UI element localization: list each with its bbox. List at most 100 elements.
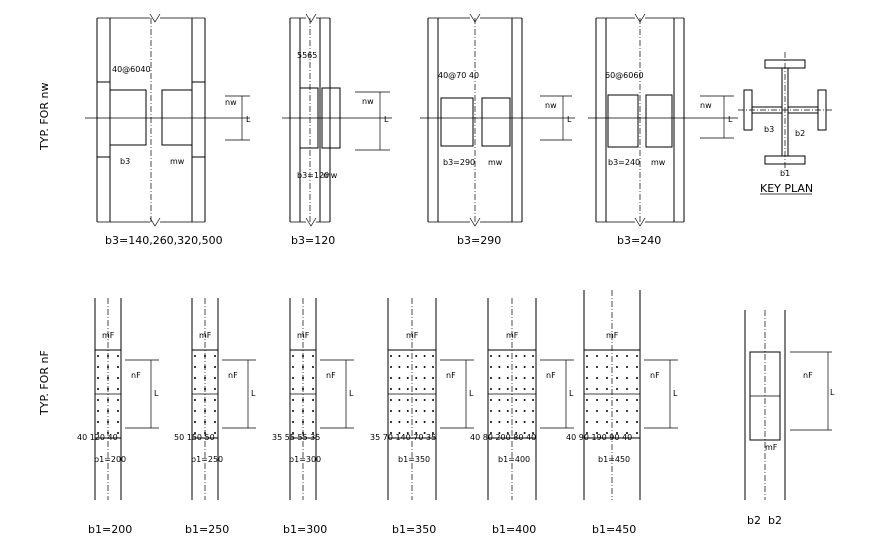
bolt: [292, 432, 294, 434]
bolt: [398, 366, 401, 368]
bolt: [515, 421, 518, 423]
bolt: [532, 421, 534, 423]
bolt: [586, 377, 588, 379]
bolt: [406, 432, 409, 434]
typ-for-nw-label: TYP. FOR nw: [38, 83, 51, 151]
top-panel-1: 40@6040 nw L b3 mw b3=140,260,320,500: [85, 13, 251, 247]
bolt: [626, 355, 628, 357]
bolt: [423, 432, 426, 434]
bolt: [636, 377, 638, 379]
bolt: [312, 410, 314, 412]
bolt: [415, 366, 418, 368]
bolt: [626, 421, 628, 423]
bolt: [398, 355, 401, 357]
bolt: [586, 421, 588, 423]
bolt: [194, 399, 196, 401]
bolt: [398, 399, 401, 401]
bolt: [214, 377, 216, 379]
bolt: [214, 366, 216, 368]
bolt: [117, 388, 119, 390]
bolt: [194, 388, 196, 390]
bolt: [415, 388, 418, 390]
bolt: [117, 377, 119, 379]
bolt: [626, 432, 628, 434]
b2-label-a: b2: [747, 514, 761, 527]
caption: b1=250: [185, 523, 229, 536]
L-label: L: [469, 389, 474, 398]
bolt: [596, 377, 598, 379]
bolt: [626, 388, 628, 390]
bolt: [194, 410, 196, 412]
bolt: [117, 366, 119, 368]
b3-label: b3: [120, 157, 130, 166]
bolt: [312, 399, 314, 401]
bolt: [423, 366, 426, 368]
dims-label: 40 120 40: [77, 433, 118, 442]
bolt: [302, 421, 304, 423]
bolt: [616, 410, 618, 412]
bolt: [312, 388, 314, 390]
bolt: [204, 399, 206, 401]
bolt: [616, 366, 618, 368]
bolt: [423, 399, 426, 401]
bolt: [415, 410, 418, 412]
bolt: [586, 410, 588, 412]
bolt: [406, 399, 409, 401]
b1-label: b1=400: [498, 455, 530, 464]
bolt: [506, 432, 509, 434]
bolt: [523, 432, 526, 434]
bolt: [292, 410, 294, 412]
bolt: [97, 388, 99, 390]
bolt: [312, 377, 314, 379]
bolt: [606, 421, 608, 423]
bolt: [214, 388, 216, 390]
bolt: [415, 399, 418, 401]
bolt: [515, 432, 518, 434]
bolt: [194, 355, 196, 357]
bolt: [596, 388, 598, 390]
L-label: L: [728, 115, 733, 124]
bolt: [506, 377, 509, 379]
bolt: [636, 366, 638, 368]
bolt: [616, 399, 618, 401]
bolt: [214, 432, 216, 434]
bolt: [616, 388, 618, 390]
bolt: [498, 421, 501, 423]
bolt: [596, 366, 598, 368]
nw-label: nw: [545, 101, 557, 110]
bolt: [606, 399, 608, 401]
bolt: [506, 388, 509, 390]
bolt: [523, 410, 526, 412]
b3-label: b3=290: [443, 158, 475, 167]
bolt: [194, 421, 196, 423]
bolt: [117, 410, 119, 412]
b3-label: b3=120: [297, 171, 329, 180]
typ-for-nf-label: TYP. FOR nF: [38, 350, 51, 416]
bolt: [214, 410, 216, 412]
bolt: [532, 377, 534, 379]
bolt: [204, 366, 206, 368]
mw-label: mw: [651, 158, 666, 167]
bolt: [498, 432, 501, 434]
mw-label: mw: [323, 171, 338, 180]
bolt: [523, 355, 526, 357]
bolt: [406, 377, 409, 379]
bolt: [515, 388, 518, 390]
bolt: [490, 388, 492, 390]
bolt: [498, 355, 501, 357]
bolt: [515, 366, 518, 368]
bolt: [532, 410, 534, 412]
bolt: [606, 377, 608, 379]
bolt: [490, 421, 492, 423]
bolt: [636, 355, 638, 357]
caption: b3=240: [617, 234, 661, 247]
mf-label: mF: [102, 331, 115, 340]
bolt: [636, 388, 638, 390]
bolt: [626, 410, 628, 412]
bolt: [636, 421, 638, 423]
bolt: [117, 432, 119, 434]
bolt: [97, 377, 99, 379]
